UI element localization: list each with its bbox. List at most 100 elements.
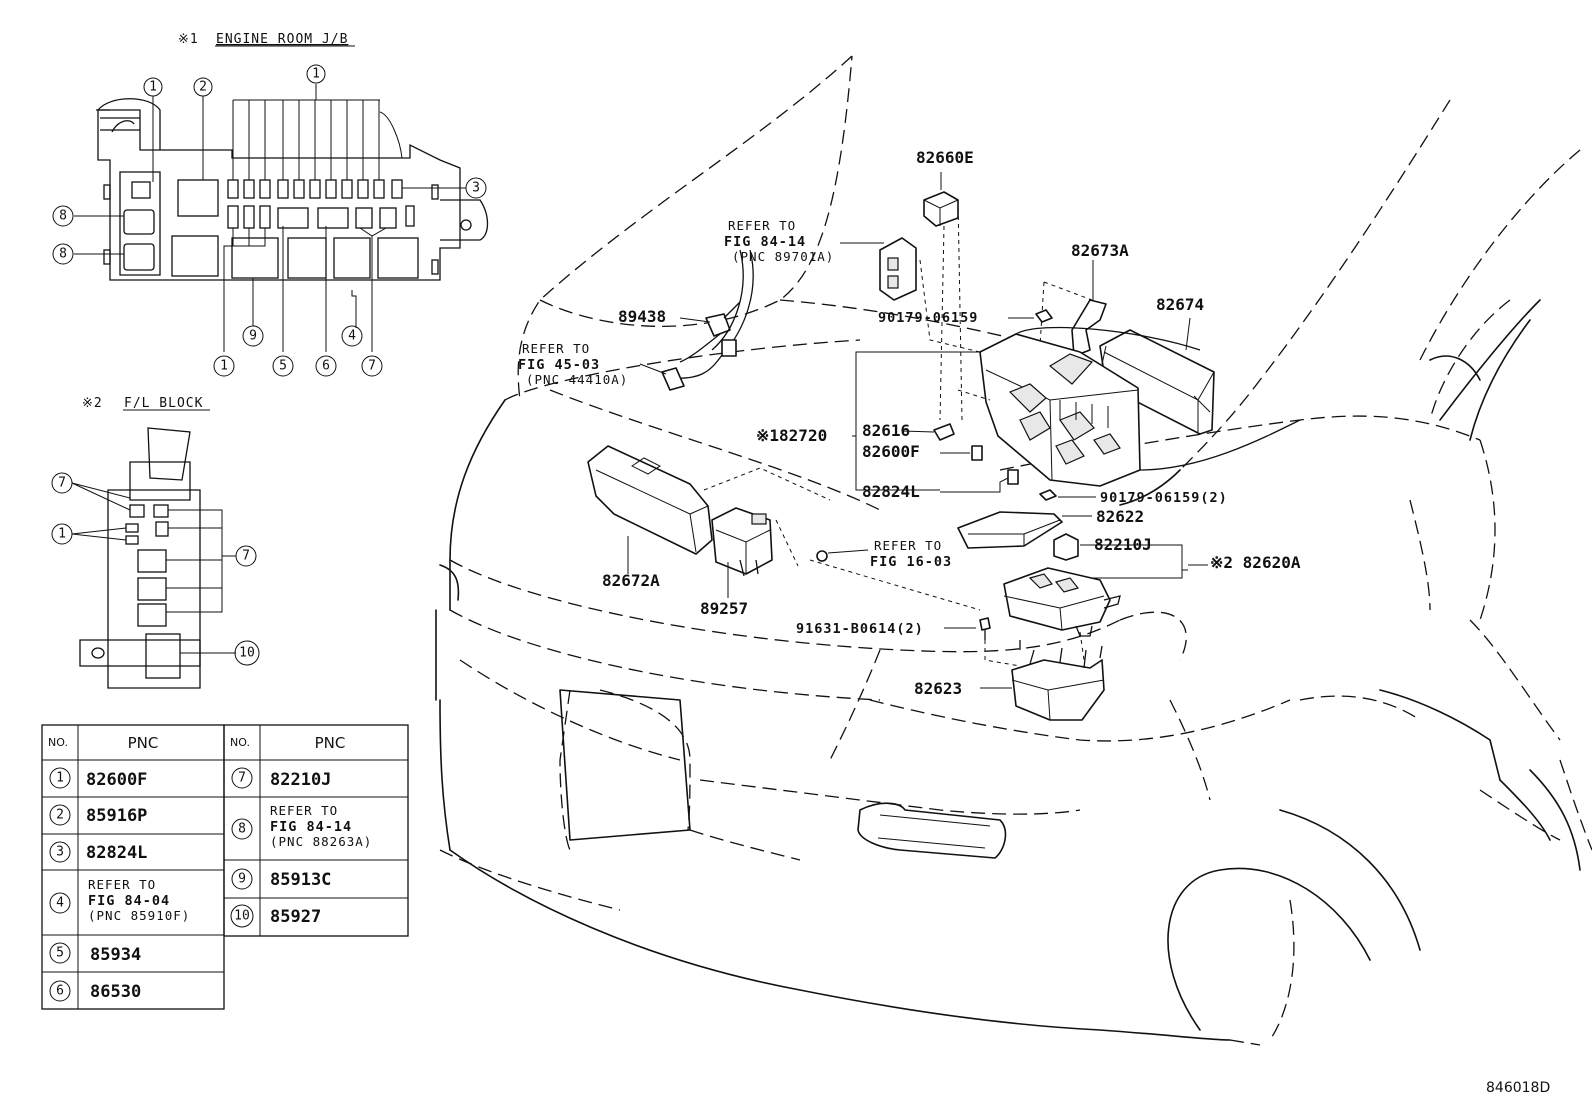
svg-text:86530: 86530: [90, 982, 141, 1002]
jb-marker-8b: 8: [52, 243, 74, 265]
table-header-no-right: NO.: [230, 736, 250, 749]
svg-text:82824L: 82824L: [86, 843, 147, 863]
part-82620a-fl-block: [1003, 564, 1208, 637]
main-parts: [587, 172, 1301, 721]
jb-marker-1-top: 1: [306, 64, 326, 84]
svg-text:FIG 84-04: FIG 84-04: [88, 893, 170, 909]
callout-82616: 82616: [862, 421, 910, 440]
part-82673a-bracket: [1039, 260, 1107, 357]
svg-text:85934: 85934: [90, 945, 141, 965]
svg-text:2: 2: [199, 80, 207, 95]
part-connector-89701a: [840, 237, 917, 301]
part-90179-nut: [1008, 309, 1053, 323]
svg-text:FIG 84-14: FIG 84-14: [270, 819, 352, 835]
part-82616: [901, 423, 955, 441]
callout-90179-06159: 90179-06159: [878, 310, 978, 326]
svg-text:1: 1: [56, 771, 64, 786]
svg-text:1: 1: [58, 527, 66, 542]
svg-text:1: 1: [149, 80, 157, 95]
fl-block-detail: ※2 F/L BLOCK 7 1 7 10: [51, 396, 260, 689]
svg-text:3: 3: [472, 181, 480, 196]
table-row: 9 85913C: [231, 868, 331, 890]
svg-text:3: 3: [56, 845, 64, 860]
part-89438-sensor: [639, 249, 754, 391]
section2-title: F/L BLOCK: [124, 396, 203, 411]
callout-82210j: 82210J: [1094, 535, 1152, 554]
part-82824l: [940, 469, 1019, 493]
svg-text:5: 5: [279, 359, 287, 374]
fl-marker-7-right: 7: [235, 545, 257, 567]
callout-82720: ※182720: [756, 426, 827, 445]
table-header-pnc-left: PNC: [128, 734, 159, 752]
jb-relay-2: [177, 179, 219, 217]
svg-text:REFER TO: REFER TO: [270, 803, 338, 818]
callout-82622: 82622: [1096, 507, 1144, 526]
svg-text:1: 1: [220, 359, 228, 374]
svg-text:85916P: 85916P: [86, 806, 147, 826]
part-82210j-relay: [1053, 533, 1188, 579]
table-row: 8 REFER TO FIG 84-14 (PNC 88263A): [231, 803, 372, 849]
svg-text:REFER TO: REFER TO: [88, 877, 156, 892]
table-header-pnc-right: PNC: [315, 734, 346, 752]
svg-text:FIG 16-03: FIG 16-03: [870, 554, 952, 570]
section2-mark: ※2: [82, 396, 103, 411]
svg-text:85927: 85927: [270, 907, 321, 927]
jb-marker-9: 9: [242, 325, 264, 347]
section1-title: ENGINE ROOM J/B: [216, 32, 348, 47]
fl-marker-10: 10: [234, 640, 260, 666]
callout-82620a: ※2 82620A: [1210, 553, 1301, 572]
callout-82623: 82623: [914, 679, 962, 698]
callout-90179-06159-2: 90179-06159(2): [1100, 490, 1228, 506]
part-82600f-fuse: [940, 445, 983, 461]
callout-82660e: 82660E: [916, 148, 974, 167]
svg-text:1: 1: [312, 67, 320, 82]
svg-text:REFER TO: REFER TO: [728, 218, 796, 233]
svg-text:6: 6: [322, 359, 330, 374]
svg-text:(PNC 85910F): (PNC 85910F): [88, 908, 190, 923]
table-row: 3 82824L: [49, 841, 147, 863]
svg-text:9: 9: [238, 872, 246, 887]
part-82660e: [923, 172, 959, 227]
svg-text:FIG 45-03: FIG 45-03: [518, 357, 600, 373]
part-89257: [711, 507, 773, 598]
part-82720-main-jb: [919, 199, 1301, 487]
part-clip-1603: [816, 549, 869, 562]
jb-marker-1-bottom: 1: [213, 355, 235, 377]
part-82623-bracket: [980, 645, 1105, 721]
jb-marker-3: 3: [465, 177, 487, 199]
svg-text:85913C: 85913C: [270, 870, 331, 890]
svg-text:REFER TO: REFER TO: [522, 341, 590, 356]
diagram-id-label: 846018D: [1486, 1080, 1550, 1096]
svg-text:4: 4: [56, 896, 64, 911]
jb-mini-fuse-row: [227, 179, 403, 229]
jb-marker-8a: 8: [52, 205, 74, 227]
jb-marker-5: 5: [272, 355, 294, 377]
svg-text:REFER TO: REFER TO: [874, 538, 942, 553]
svg-text:7: 7: [58, 476, 66, 491]
svg-text:(PNC 88263A): (PNC 88263A): [270, 834, 372, 849]
svg-text:10: 10: [239, 646, 255, 661]
table-row: 6 86530: [49, 980, 141, 1002]
svg-text:5: 5: [56, 946, 64, 961]
jb-marker-2: 2: [193, 77, 213, 97]
svg-text:FIG 84-14: FIG 84-14: [724, 234, 806, 250]
svg-text:8: 8: [238, 822, 246, 837]
callout-82674: 82674: [1156, 295, 1204, 314]
callout-82600f: 82600F: [862, 442, 920, 461]
jb-fuse-1a: [131, 181, 151, 199]
refer-to-fig-16-03: REFER TO FIG 16-03: [870, 538, 952, 570]
svg-text:6: 6: [56, 984, 64, 999]
svg-text:8: 8: [59, 247, 67, 262]
fl-marker-1: 1: [51, 523, 73, 545]
callout-82673a: 82673A: [1071, 241, 1129, 260]
svg-text:9: 9: [249, 329, 257, 344]
table-row: 5 85934: [49, 942, 141, 965]
svg-text:7: 7: [238, 771, 246, 786]
callout-89438: 89438: [618, 307, 666, 326]
